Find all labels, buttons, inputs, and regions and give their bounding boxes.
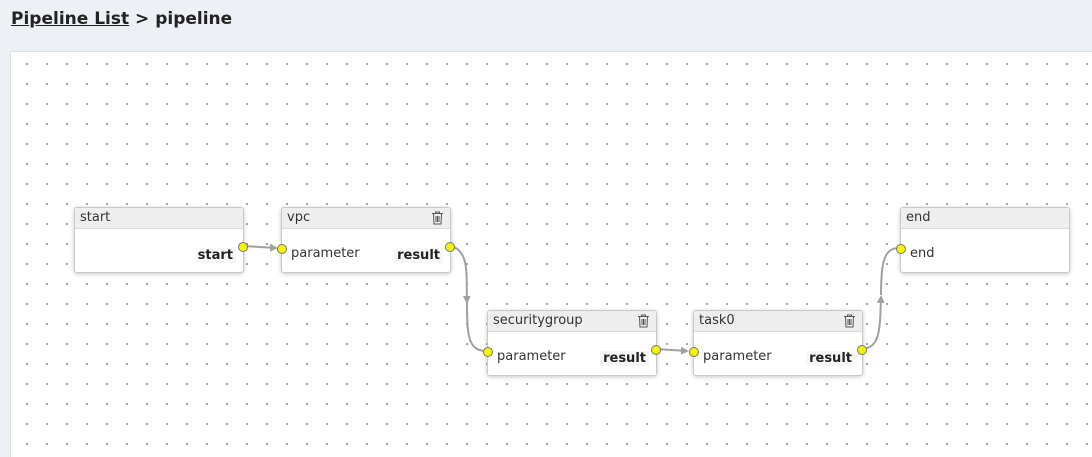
output-port-label: result xyxy=(806,351,855,366)
input-port[interactable] xyxy=(277,244,287,254)
output-port-label: start xyxy=(194,248,236,263)
node-header[interactable]: start xyxy=(75,208,243,229)
trash-icon[interactable] xyxy=(843,314,856,328)
breadcrumb-link-pipeline-list[interactable]: Pipeline List xyxy=(11,9,130,29)
node-title: vpc xyxy=(287,210,311,225)
input-port-label: parameter xyxy=(291,246,360,261)
breadcrumb: Pipeline List > pipeline xyxy=(11,9,232,29)
input-port[interactable] xyxy=(689,347,699,357)
page-header: Pipeline List > pipeline xyxy=(0,0,1092,50)
breadcrumb-current: pipeline xyxy=(155,9,233,29)
input-port[interactable] xyxy=(896,244,906,254)
breadcrumb-separator: > xyxy=(135,9,150,29)
output-port[interactable] xyxy=(445,242,455,252)
input-port-label: parameter xyxy=(703,349,772,364)
output-port[interactable] xyxy=(651,345,661,355)
trash-icon[interactable] xyxy=(637,314,650,328)
node-title: task0 xyxy=(699,313,735,328)
input-port[interactable] xyxy=(483,347,493,357)
node-start[interactable]: start start xyxy=(74,207,248,273)
output-port[interactable] xyxy=(238,242,248,252)
output-port[interactable] xyxy=(857,345,867,355)
output-port-label: result xyxy=(394,248,443,263)
node-header[interactable]: vpc xyxy=(282,208,450,229)
node-header[interactable]: securitygroup xyxy=(488,311,656,332)
node-title: start xyxy=(80,210,111,225)
node-header[interactable]: end xyxy=(901,208,1069,229)
node-title: securitygroup xyxy=(493,313,583,328)
node-title: end xyxy=(906,210,931,225)
node-end[interactable]: end end xyxy=(896,207,1070,273)
node-task0[interactable]: task0 parameter result xyxy=(689,310,867,376)
node-header[interactable]: task0 xyxy=(694,311,862,332)
node-securitygroup[interactable]: securitygroup parameter result xyxy=(483,310,661,376)
input-port-label: parameter xyxy=(497,349,566,364)
trash-icon[interactable] xyxy=(431,211,444,225)
output-port-label: result xyxy=(600,351,649,366)
input-port-label: end xyxy=(910,246,935,261)
node-vpc[interactable]: vpc parameter result xyxy=(277,207,455,273)
